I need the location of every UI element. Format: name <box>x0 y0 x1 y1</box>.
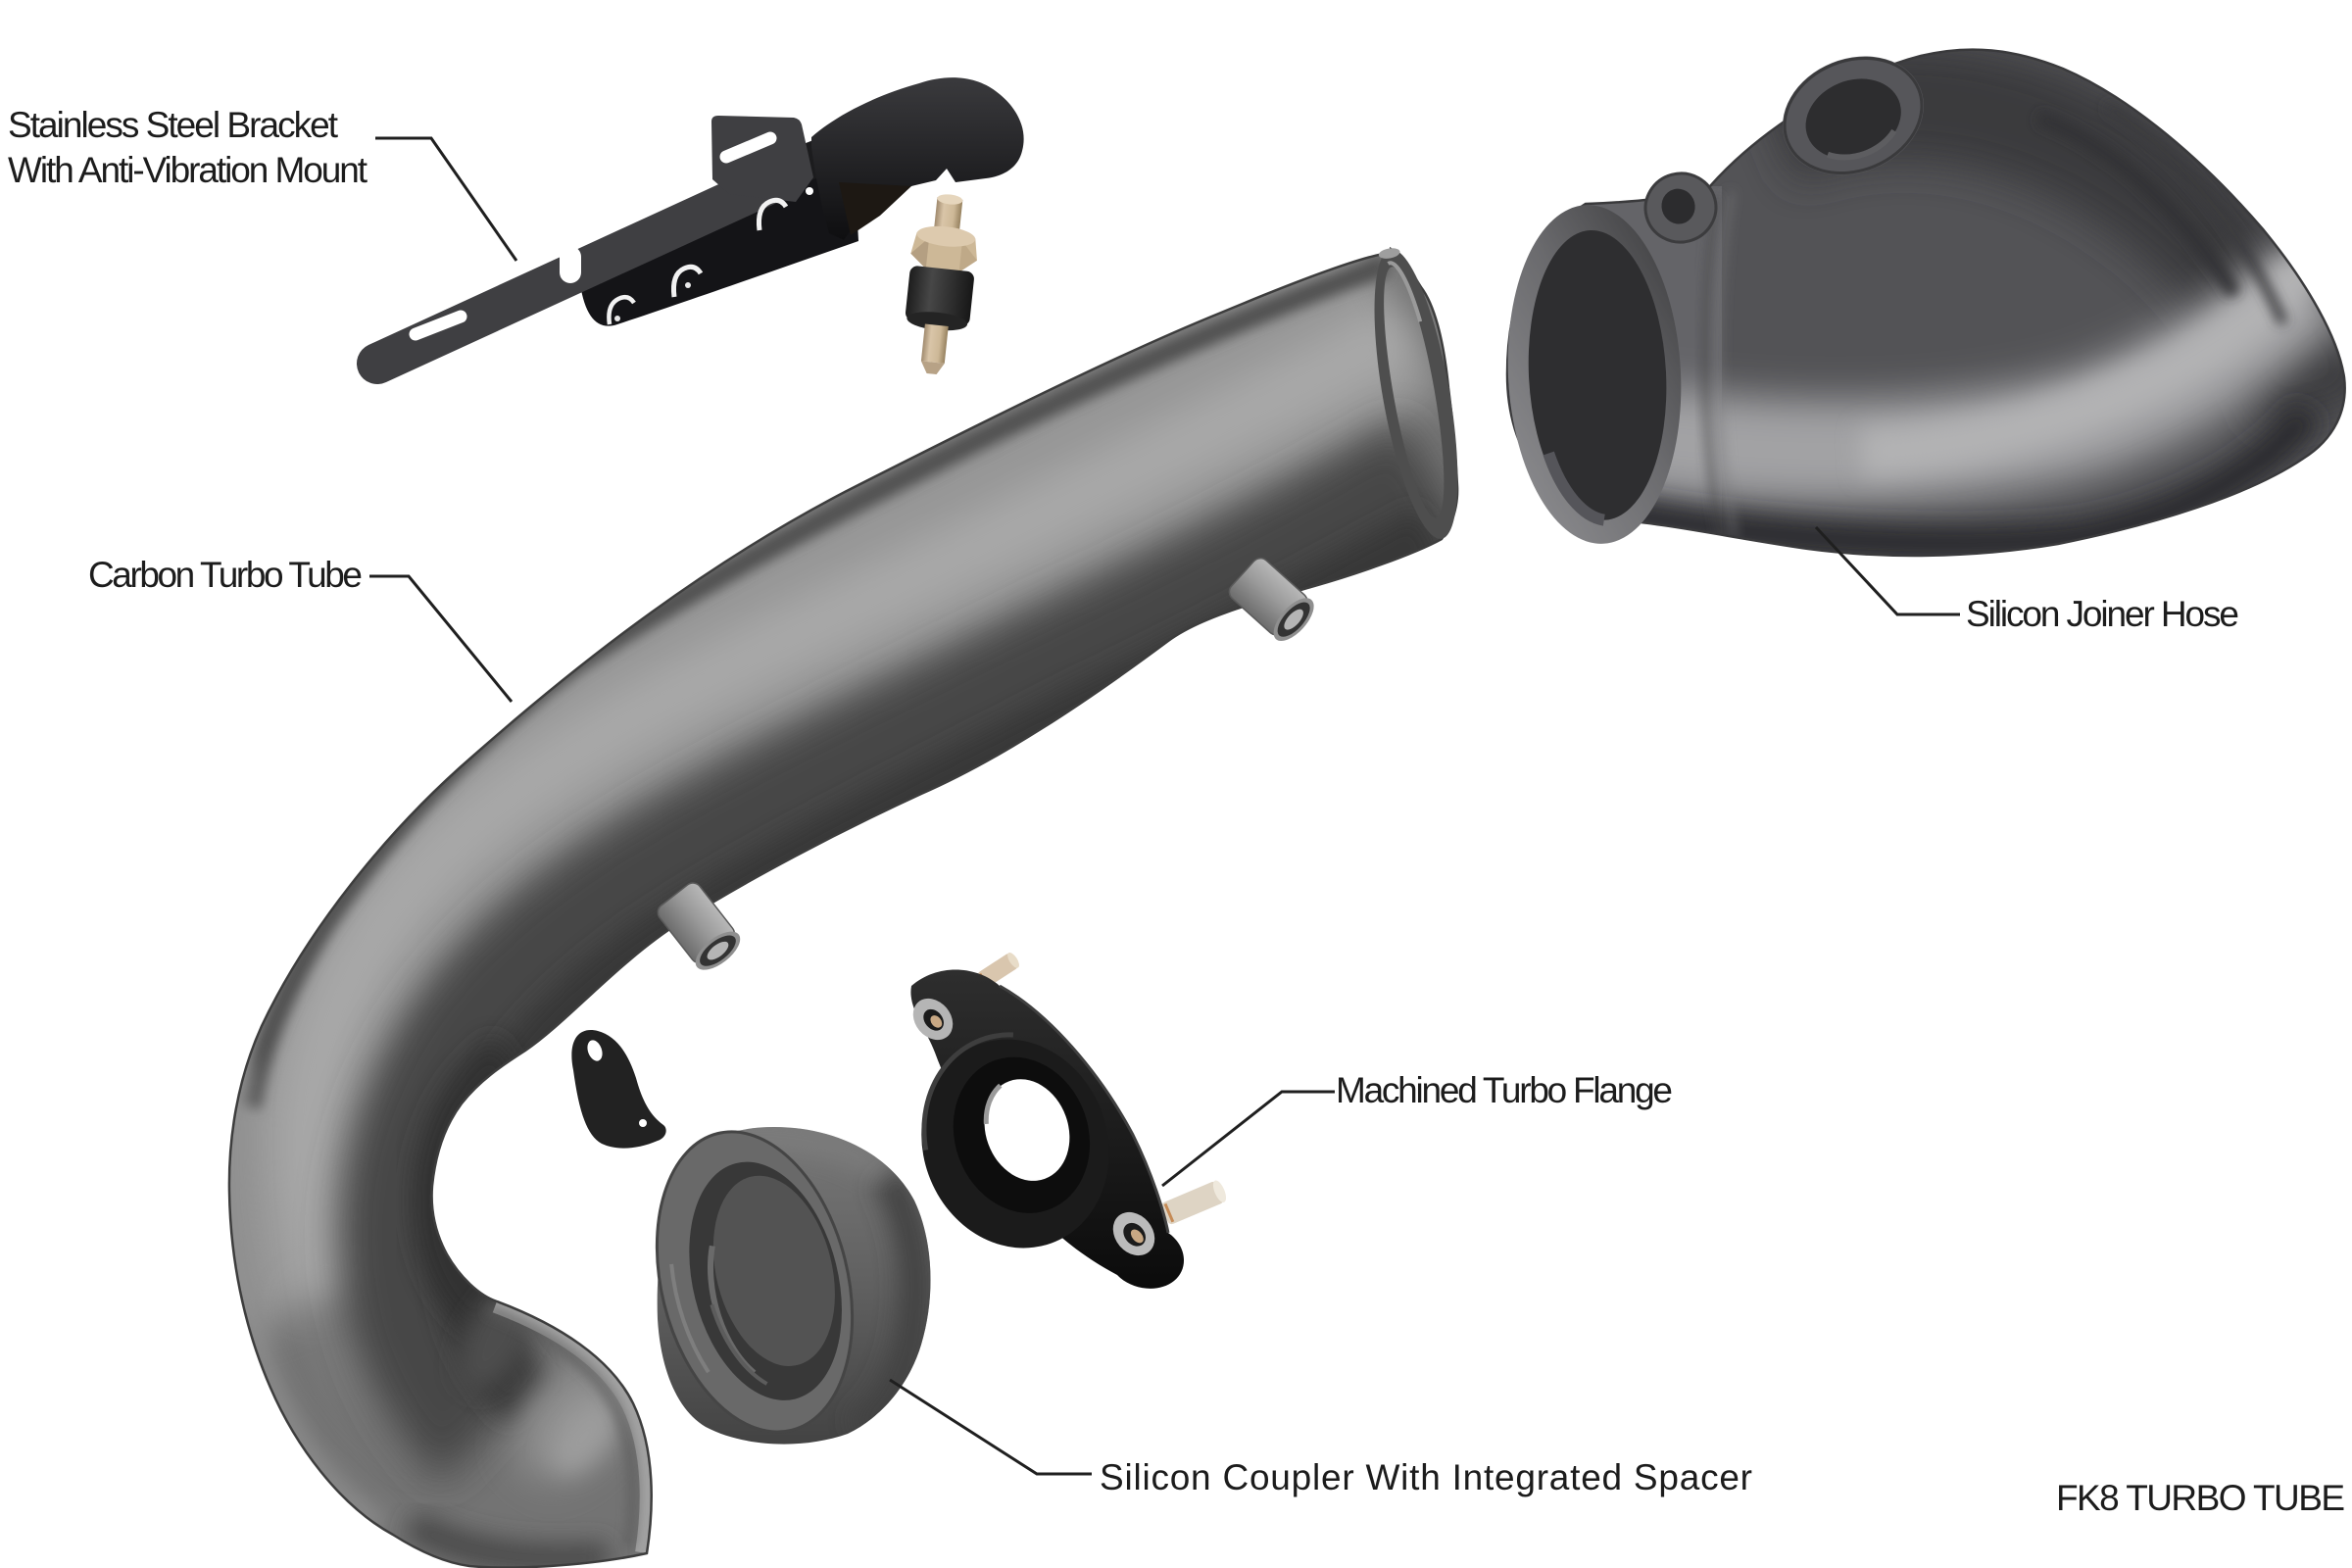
svg-text:Machined Turbo Flange: Machined Turbo Flange <box>1336 1070 1673 1110</box>
svg-text:Silicon Coupler With Integrate: Silicon Coupler With Integrated Spacer <box>1100 1457 1752 1497</box>
svg-text:Silicon Joiner Hose: Silicon Joiner Hose <box>1966 594 2239 634</box>
svg-text:Stainless Steel Bracket: Stainless Steel Bracket <box>8 105 339 145</box>
svg-text:With Anti-Vibration Mount: With Anti-Vibration Mount <box>8 150 368 190</box>
svg-text:Carbon Turbo Tube: Carbon Turbo Tube <box>88 555 363 595</box>
svg-text:FK8 TURBO TUBE: FK8 TURBO TUBE <box>2056 1478 2345 1518</box>
